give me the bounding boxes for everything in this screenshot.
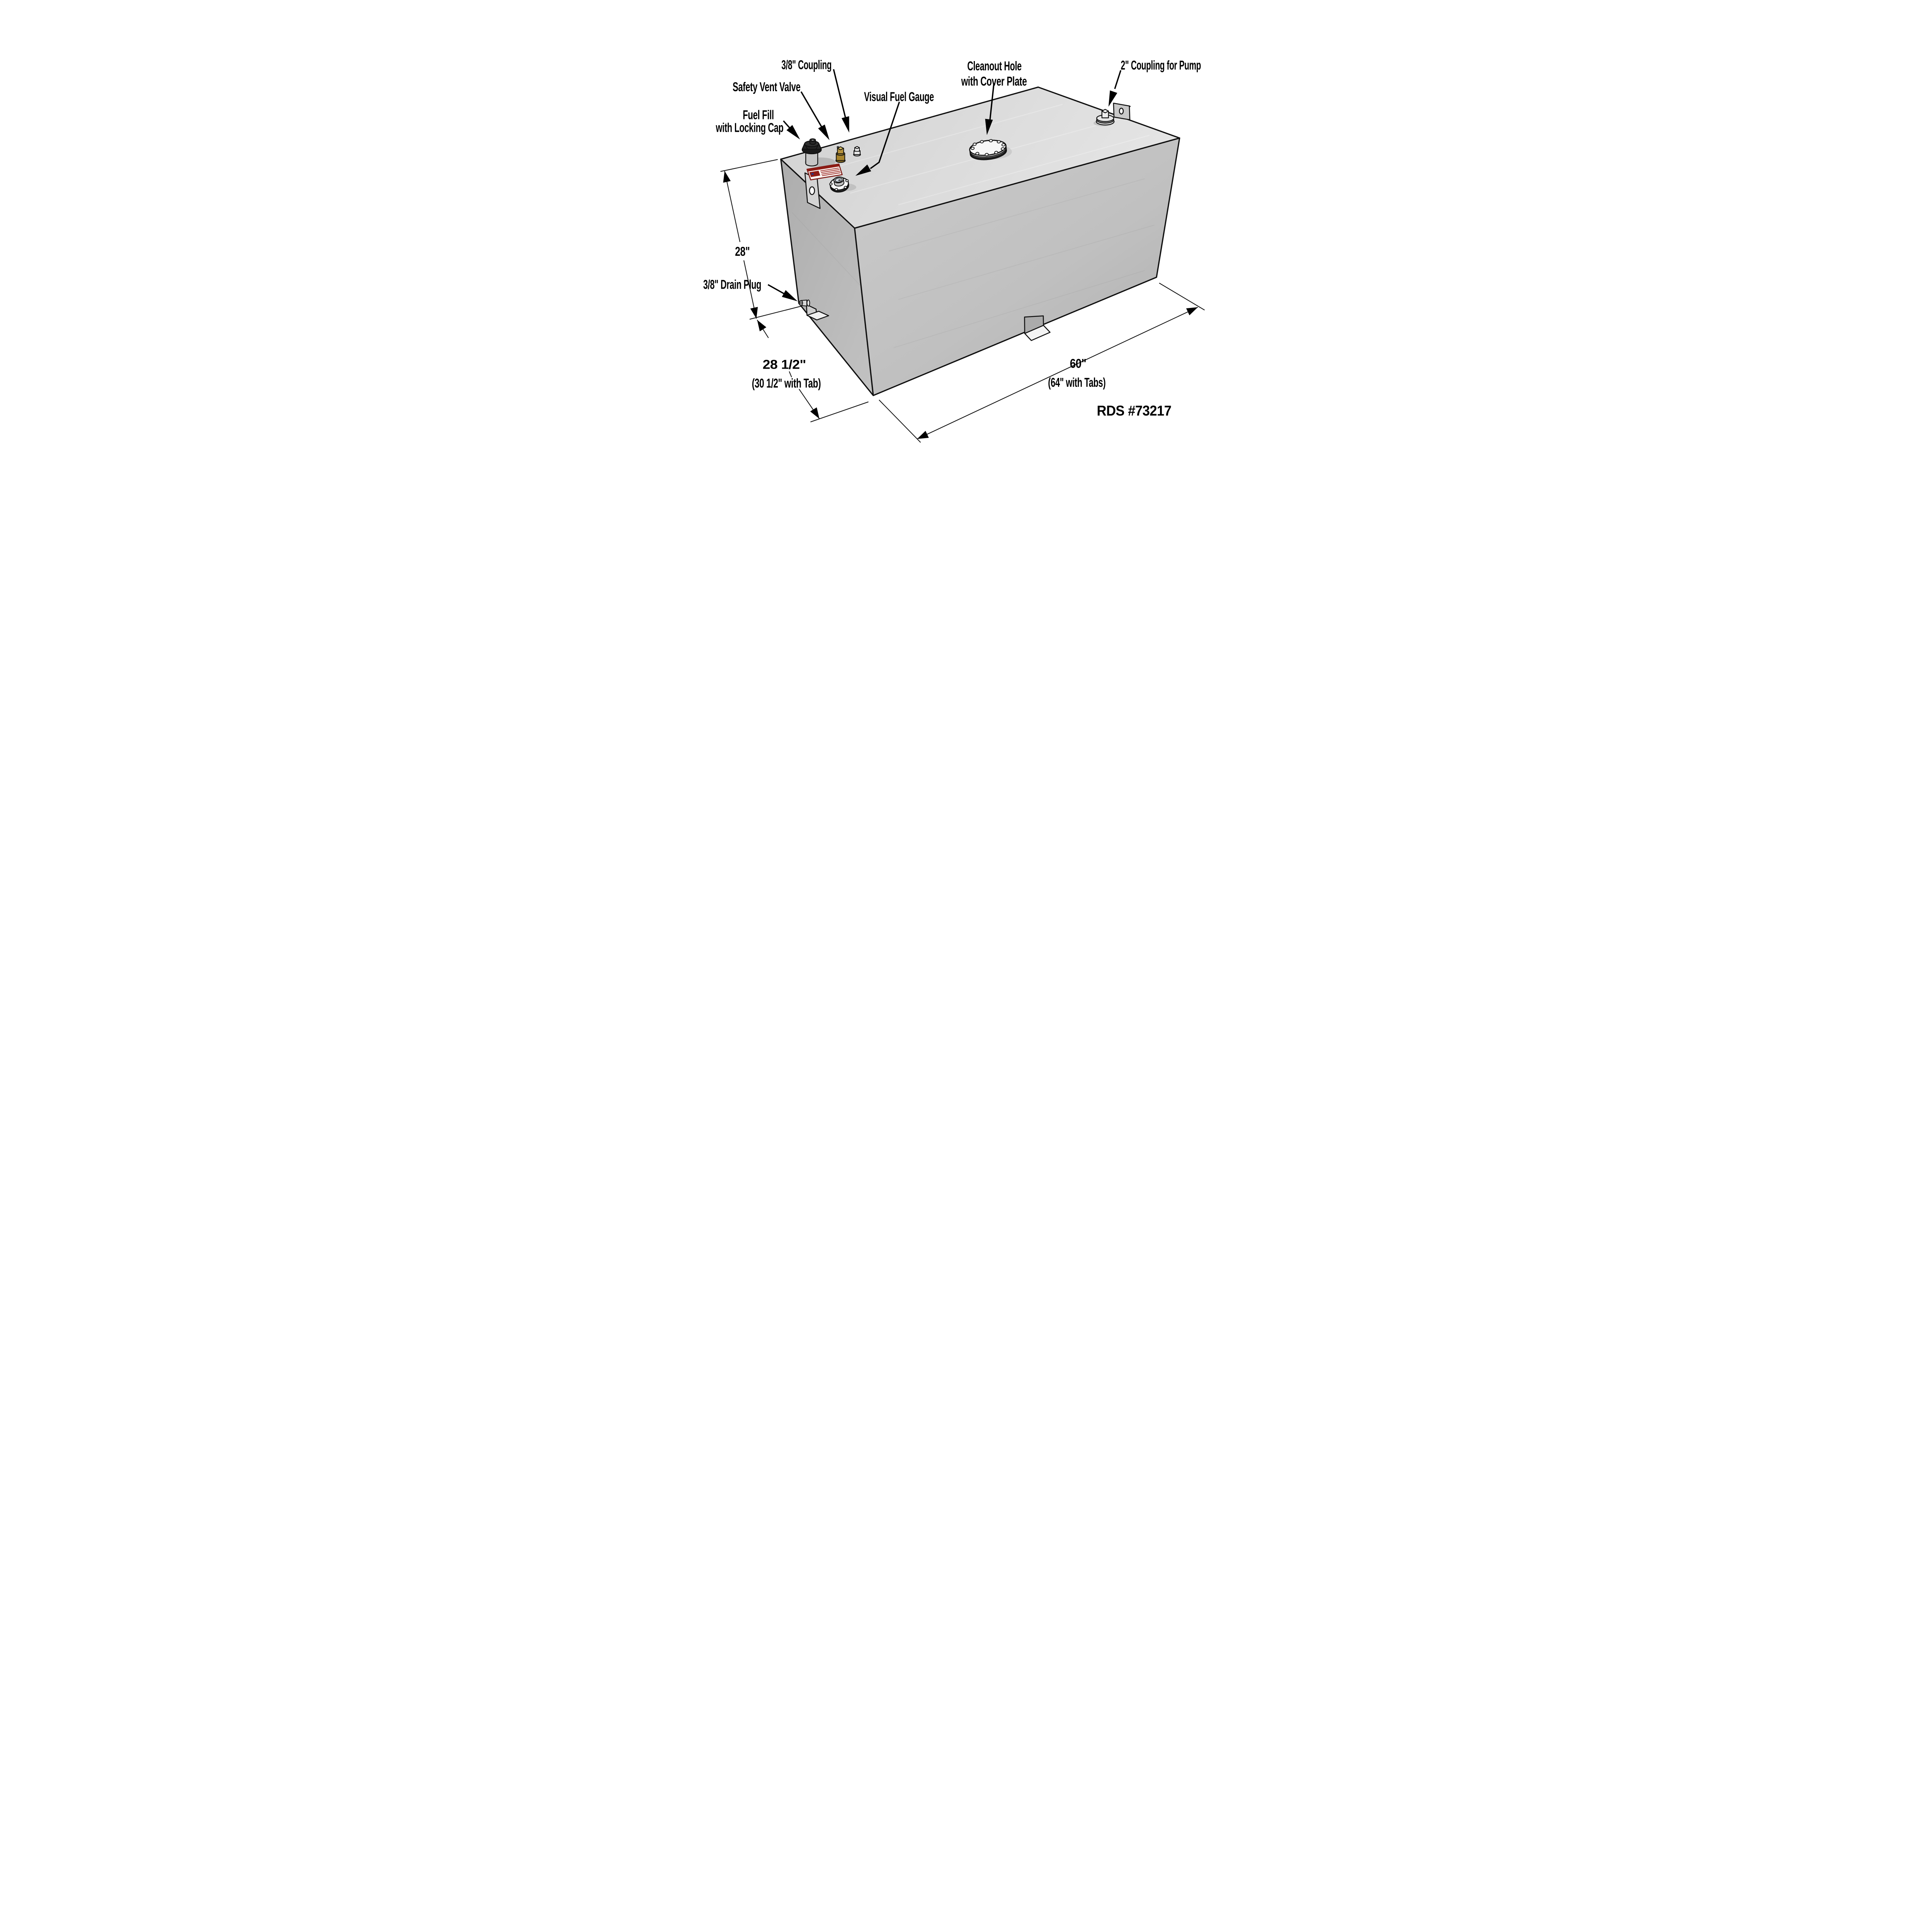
- label-cleanout-line2: with Cover Plate: [961, 74, 1027, 88]
- dimension-labels: 28" 28 1/2" (30 1/2" with Tab) 60" (64" …: [735, 244, 1106, 390]
- dimension-28: [723, 171, 758, 319]
- fuel-fill-cap: [801, 138, 822, 155]
- tab-hole: [1119, 107, 1124, 115]
- callout-arrow-drain-plug: [767, 284, 798, 301]
- tab-hole: [809, 186, 815, 195]
- tank-right-face: [854, 137, 1180, 396]
- warning-label: [806, 163, 843, 180]
- callout-arrow-visual-fuel-gauge: [855, 102, 900, 176]
- fuel-fill-neck: [805, 151, 818, 167]
- label-coupling-2in: 2" Coupling for Pump: [1121, 58, 1201, 72]
- dim-label-length: 60": [1070, 356, 1087, 371]
- callout-arrows: [767, 69, 1122, 301]
- dim-label-length-with-tabs: (64" with Tabs): [1048, 375, 1105, 389]
- drain-plug-fitting: [799, 299, 810, 307]
- tank-body: [780, 86, 1180, 396]
- callout-arrow-cleanout: [985, 83, 995, 135]
- drain-corner-foot-bracket: [806, 304, 829, 321]
- callout-arrow-fuel-fill: [783, 120, 800, 139]
- ext-line-28-top: [720, 159, 778, 172]
- dim-label-depth: 28 1/2": [763, 357, 806, 372]
- label-safety-vent-valve: Safety Vent Valve: [733, 80, 801, 94]
- dimension-28half: [757, 320, 820, 419]
- coupling-3-8-fitting: [853, 146, 861, 156]
- label-fuel-fill-line2: with Locking Cap: [716, 121, 784, 135]
- ext-line-60-right: [1159, 282, 1205, 311]
- label-drain-plug: 3/8" Drain Plug: [703, 277, 761, 292]
- callout-arrow-coupling-3-8: [833, 69, 849, 133]
- coupling-2in-fitting: [1094, 109, 1115, 126]
- dimension-60: [917, 307, 1198, 439]
- callout-arrow-coupling-2in: [1108, 70, 1122, 107]
- label-fuel-fill-line1: Fuel Fill: [743, 107, 774, 122]
- bottom-center-foot-bracket: [1024, 315, 1051, 341]
- safety-vent-valve-fitting: [835, 146, 846, 163]
- ext-line-28half-bottom: [810, 401, 869, 422]
- cleanout-cover-plate: [969, 139, 1012, 160]
- callout-arrow-safety-vent: [800, 91, 830, 140]
- label-coupling-3-8: 3/8" Coupling: [781, 58, 832, 72]
- fuel-tank-diagram: 3/8" Coupling Safety Vent Valve Fuel Fil…: [703, 58, 1205, 443]
- callout-labels: 3/8" Coupling Safety Vent Valve Fuel Fil…: [703, 58, 1201, 292]
- mounting-tab-2in-coupling: [1113, 102, 1131, 121]
- label-visual-fuel-gauge: Visual Fuel Gauge: [864, 90, 934, 104]
- dimension-lines: [720, 159, 1205, 443]
- visual-fuel-gauge-fitting: [829, 176, 856, 193]
- dim-label-depth-with-tab: (30 1/2" with Tab): [752, 376, 821, 390]
- ext-line-corner-left: [749, 306, 802, 320]
- tank-face-streaks: [792, 178, 1155, 348]
- label-cleanout-line1: Cleanout Hole: [967, 59, 1022, 73]
- ext-line-60-left: [879, 400, 921, 443]
- product-id: RDS #73217: [1097, 403, 1172, 419]
- dim-label-height: 28": [735, 244, 750, 259]
- diagram-page: 3/8" Coupling Safety Vent Valve Fuel Fil…: [647, 0, 1285, 493]
